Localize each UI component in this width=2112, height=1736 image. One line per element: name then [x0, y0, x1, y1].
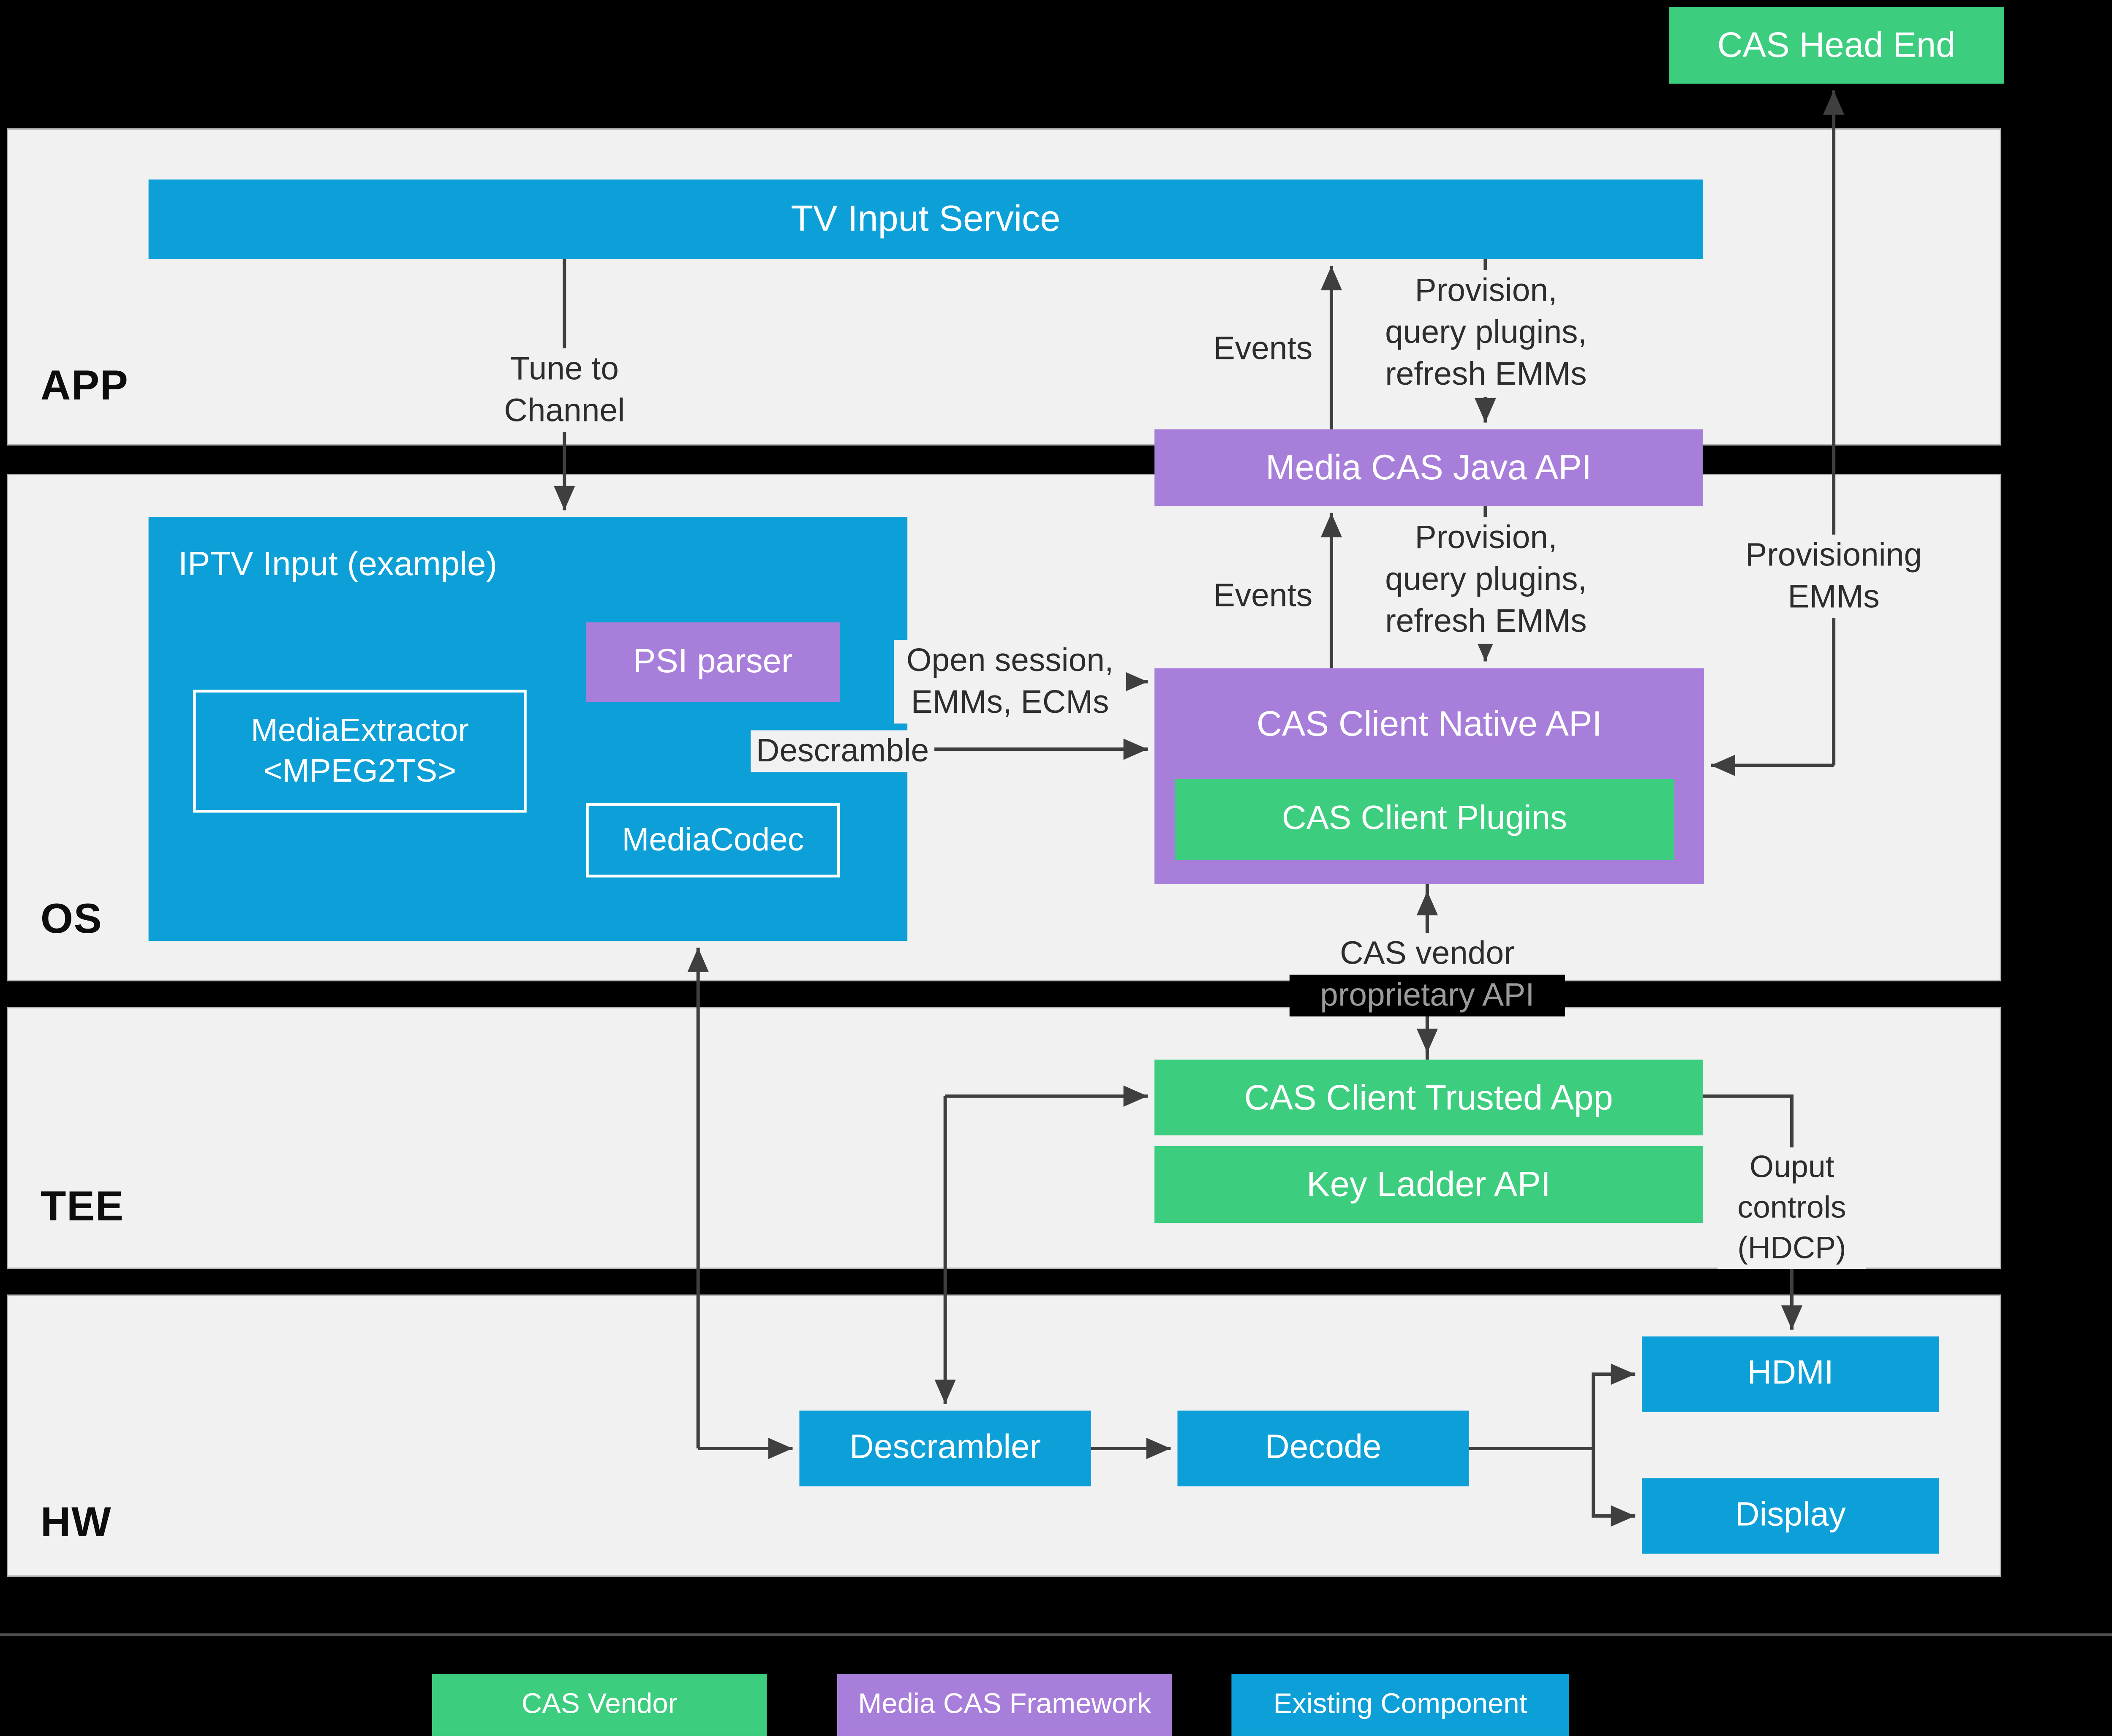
band-app: [6, 128, 2001, 446]
node-decode: Decode: [1177, 1410, 1470, 1486]
node-cas-client-trusted-app: CAS Client Trusted App: [1154, 1060, 1703, 1136]
node-key-ladder-api: Key Ladder API: [1154, 1146, 1703, 1223]
node-media-cas-java-api: Media CAS Java API: [1154, 429, 1703, 506]
label-descramble: Descramble: [751, 730, 935, 773]
label-provision-os: Provision, query plugins, refresh EMMs: [1361, 517, 1611, 644]
node-iptv-input: IPTV Input (example): [148, 517, 908, 941]
label-tune-to-channel: Tune to Channel: [443, 348, 686, 433]
node-hdmi: HDMI: [1642, 1336, 1939, 1412]
node-tv-input-service: TV Input Service: [148, 179, 1703, 259]
band-label-os: OS: [40, 895, 103, 943]
node-psi-parser: PSI parser: [586, 622, 840, 702]
label-events-os: Events: [1213, 578, 1313, 614]
bottom-divider: [0, 1633, 2112, 1636]
node-cas-client-plugins: CAS Client Plugins: [1175, 779, 1674, 860]
node-media-codec: MediaCodec: [586, 803, 840, 878]
node-media-extractor: MediaExtractor <MPEG2TS>: [193, 690, 527, 813]
label-open-session: Open session, EMMs, ECMs: [894, 640, 1127, 724]
label-cas-vendor-api-line2: proprietary API: [1289, 975, 1565, 1017]
band-label-app: APP: [40, 361, 129, 409]
legend-existing-component: Existing Component: [1231, 1674, 1569, 1736]
band-label-hw: HW: [40, 1498, 112, 1546]
node-cas-head-end: CAS Head End: [1669, 6, 2004, 84]
label-events-app: Events: [1213, 331, 1313, 367]
band-label-tee: TEE: [40, 1182, 124, 1230]
label-output-controls: Ouput controls (HDCP): [1717, 1147, 1866, 1269]
legend-cas-vendor: CAS Vendor: [432, 1674, 767, 1736]
label-provision-app: Provision, query plugins, refresh EMMs: [1361, 270, 1611, 397]
legend-media-cas-framework: Media CAS Framework: [837, 1674, 1172, 1736]
node-display: Display: [1642, 1478, 1939, 1554]
label-provisioning-emms: Provisioning EMMs: [1732, 534, 1935, 619]
node-descrambler: Descrambler: [799, 1410, 1091, 1486]
iptv-input-title: IPTV Input (example): [178, 545, 498, 583]
label-cas-vendor-api-line1: CAS vendor: [1289, 932, 1565, 975]
band-tee: [6, 1007, 2001, 1269]
